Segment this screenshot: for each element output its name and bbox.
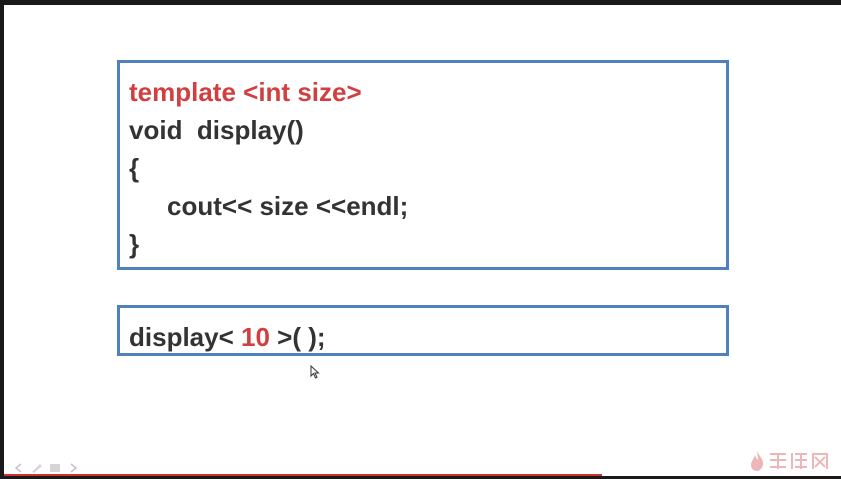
function-signature: void display()	[129, 115, 304, 145]
slide-canvas: template <int size> void display() { cou…	[4, 5, 841, 476]
cout-statement: cout<< size <<endl;	[167, 191, 409, 221]
menu-icon[interactable]	[49, 463, 61, 473]
template-code-box: template <int size> void display() { cou…	[117, 60, 729, 270]
function-call: display< 10 >( );	[129, 318, 726, 356]
pen-icon[interactable]	[31, 463, 43, 473]
flame-logo-icon	[751, 451, 764, 471]
close-brace: }	[129, 229, 140, 259]
watermark-logo	[749, 450, 832, 472]
call-code-box: display< 10 >( );	[117, 305, 729, 356]
slideshow-controls	[13, 463, 79, 473]
mouse-cursor-icon	[310, 365, 320, 379]
progress-strip	[4, 474, 602, 476]
call-suffix: >( );	[269, 322, 326, 352]
open-brace: {	[129, 153, 140, 183]
call-prefix: display<	[129, 322, 241, 352]
next-icon[interactable]	[67, 463, 79, 473]
prev-icon[interactable]	[13, 463, 25, 473]
brand-wordmark	[770, 453, 828, 469]
template-declaration: template <int size>	[129, 77, 362, 107]
template-argument: 10	[241, 322, 270, 352]
